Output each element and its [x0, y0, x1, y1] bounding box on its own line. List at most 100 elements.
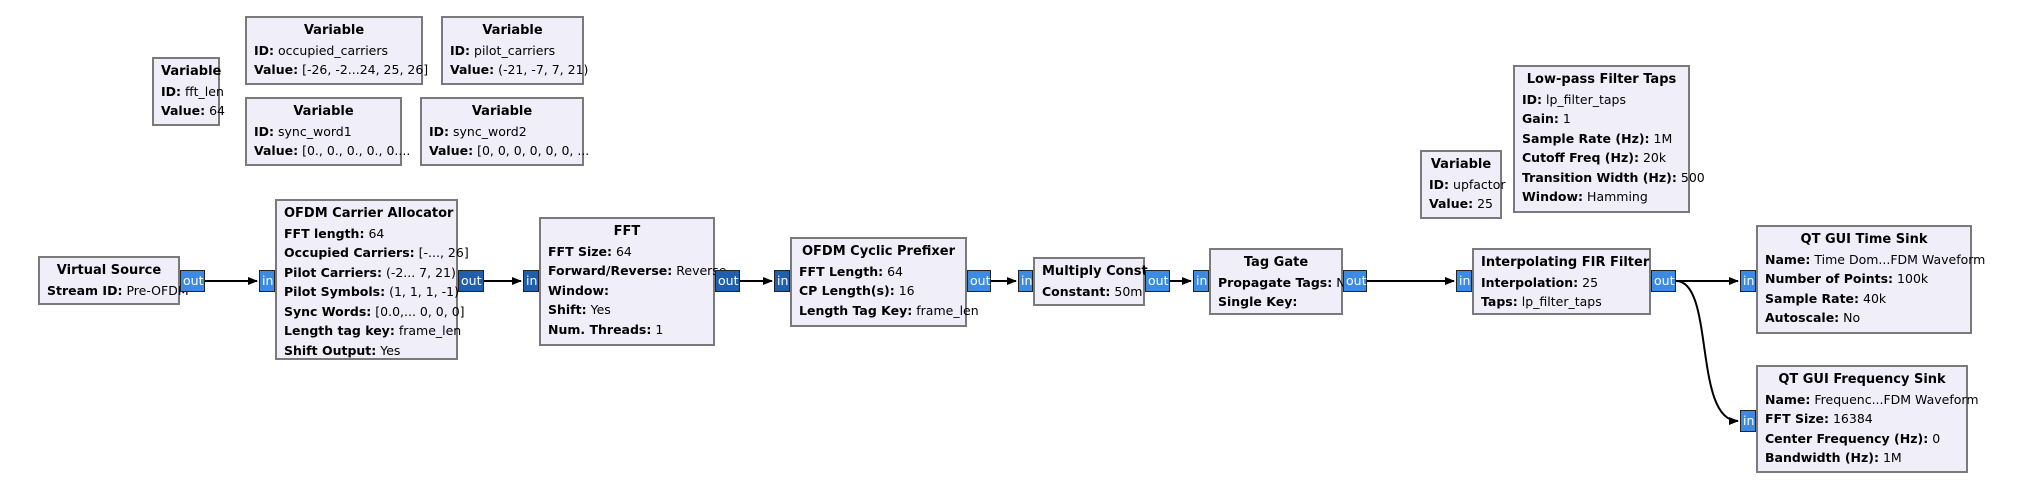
- param-key: Name:: [1765, 391, 1811, 407]
- param-value: Frequenc...FDM Waveform: [1814, 391, 1979, 407]
- input-port[interactable]: in: [774, 270, 790, 292]
- ofdm-cyclic-prefixer-block[interactable]: OFDM Cyclic Prefixer FFT Length: 64 CP L…: [790, 237, 979, 327]
- output-port[interactable]: out: [180, 270, 205, 292]
- param-row: ID: sync_word2: [429, 122, 575, 142]
- input-port[interactable]: in: [1193, 270, 1209, 292]
- param-key: Value:: [254, 62, 299, 77]
- output-port[interactable]: out: [458, 270, 484, 292]
- param-row: Name: Frequenc...FDM Waveform: [1765, 390, 1979, 410]
- param-key: ID:: [254, 123, 275, 139]
- param-key: Stream ID:: [47, 282, 123, 298]
- param-row: Shift: Yes: [548, 300, 706, 320]
- param-key: Pilot Symbols:: [284, 284, 386, 299]
- param-key: Length tag key:: [284, 323, 395, 338]
- param-value: 25: [1582, 274, 1599, 290]
- output-port[interactable]: out: [1145, 270, 1170, 292]
- param-row: Value: [-26, -2...24, 25, 26]: [254, 60, 428, 80]
- variable-block-sync-word1[interactable]: Variable ID: sync_word1 Value: [0., 0., …: [245, 97, 410, 166]
- output-port[interactable]: out: [1343, 270, 1367, 292]
- param-row: ID: pilot_carriers: [450, 41, 575, 61]
- param-value: Yes: [380, 342, 401, 358]
- variable-block-sync-word2[interactable]: Variable ID: sync_word2 Value: [0, 0, 0,…: [420, 97, 589, 166]
- param-key: Window:: [548, 282, 610, 298]
- param-key: Length Tag Key:: [799, 302, 913, 318]
- param-row: Transition Width (Hz): 500: [1522, 168, 1705, 188]
- input-port[interactable]: in: [1018, 270, 1033, 292]
- param-key: CP Length(s):: [799, 283, 895, 298]
- param-key: Transition Width (Hz):: [1522, 169, 1677, 185]
- param-key: Constant:: [1042, 283, 1111, 299]
- param-key: Name:: [1765, 251, 1811, 267]
- param-key: Number of Points:: [1765, 271, 1894, 286]
- block-title: QT GUI Frequency Sink: [1778, 372, 1946, 387]
- param-key: ID:: [161, 83, 182, 99]
- param-key: Cutoff Freq (Hz):: [1522, 150, 1639, 165]
- param-value: 40k: [1863, 290, 1887, 306]
- param-row: Center Frequency (Hz): 0: [1765, 429, 1959, 449]
- param-value: 1: [1562, 111, 1571, 126]
- input-port[interactable]: in: [259, 270, 275, 292]
- param-key: FFT Size:: [1765, 411, 1829, 426]
- param-row: Constant: 50m: [1042, 282, 1142, 302]
- param-key: Shift:: [548, 302, 587, 317]
- param-value: 100k: [1897, 271, 1929, 286]
- param-key: Sample Rate:: [1765, 290, 1860, 306]
- param-row: Autoscale: No: [1765, 308, 1963, 328]
- param-key: Propagate Tags:: [1218, 274, 1333, 290]
- block-title: FFT: [613, 224, 641, 239]
- param-key: Value:: [1429, 196, 1474, 211]
- param-value: 1: [655, 321, 664, 337]
- variable-block-upfactor[interactable]: Variable ID: upfactor Value: 25: [1420, 150, 1506, 219]
- block-title: Interpolating FIR Filter: [1481, 255, 1650, 270]
- param-key: Sync Words:: [284, 303, 372, 319]
- param-value: lp_filter_taps: [1521, 294, 1602, 309]
- qt-gui-frequency-sink-block[interactable]: QT GUI Frequency Sink Name: Frequenc...F…: [1756, 365, 1979, 473]
- virtual-source-block[interactable]: Virtual Source Stream ID: Pre-OFDM: [38, 256, 189, 305]
- output-port[interactable]: out: [967, 270, 991, 292]
- param-row: Length tag key: frame_len: [284, 321, 461, 341]
- param-value: Pre-OFDM: [126, 282, 189, 298]
- param-key: FFT Length:: [799, 263, 884, 279]
- param-row: Value: (-21, -7, 7, 21): [450, 60, 588, 80]
- param-value: (-21, -7, 7, 21): [498, 62, 589, 77]
- param-value: 25: [1477, 196, 1493, 211]
- qt-gui-time-sink-block[interactable]: QT GUI Time Sink Name: Time Dom...FDM Wa…: [1756, 225, 1985, 334]
- param-row: Value: 64: [161, 101, 225, 121]
- param-value: upfactor: [1453, 176, 1506, 192]
- ofdm-carrier-allocator-block[interactable]: OFDM Carrier Allocator FFT length: 64 Oc…: [275, 199, 469, 360]
- fft-block[interactable]: FFT FFT Size: 64 Forward/Reverse: Revers…: [539, 217, 727, 346]
- interpolating-fir-filter-block[interactable]: Interpolating FIR Filter Interpolation: …: [1472, 248, 1651, 315]
- input-port[interactable]: in: [1456, 270, 1472, 292]
- lowpass-filter-taps-block[interactable]: Low-pass Filter Taps ID: lp_filter_taps …: [1513, 65, 1705, 213]
- param-row: FFT Size: 64: [548, 242, 706, 262]
- variable-block-occupied-carriers[interactable]: Variable ID: occupied_carriers Value: [-…: [245, 16, 428, 85]
- param-value: frame_len: [916, 302, 979, 318]
- input-port[interactable]: in: [1740, 410, 1756, 432]
- output-port[interactable]: out: [1651, 270, 1676, 292]
- param-value: 16384: [1832, 411, 1873, 426]
- param-value: 20k: [1642, 150, 1667, 165]
- param-value: 64: [887, 263, 904, 279]
- block-title: OFDM Cyclic Prefixer: [801, 244, 956, 259]
- input-port[interactable]: in: [523, 270, 539, 292]
- param-value: (1, 1, 1, -1): [389, 284, 459, 299]
- param-value: fft_len: [185, 83, 224, 99]
- multiply-const-block[interactable]: Multiply Const Constant: 50m: [1033, 257, 1148, 306]
- output-port[interactable]: out: [715, 270, 740, 292]
- tag-gate-block[interactable]: Tag Gate Propagate Tags: No Single Key:: [1209, 248, 1353, 315]
- param-key: Bandwidth (Hz):: [1765, 450, 1879, 465]
- param-value: pilot_carriers: [474, 42, 556, 58]
- param-value: 1M: [1882, 450, 1902, 465]
- input-port[interactable]: in: [1740, 270, 1756, 292]
- variable-block-pilot-carriers[interactable]: Variable ID: pilot_carriers Value: (-21,…: [441, 16, 588, 85]
- param-row: Pilot Symbols: (1, 1, 1, -1): [284, 282, 459, 302]
- block-title: Tag Gate: [1243, 255, 1309, 270]
- param-row: Window: Hamming: [1522, 187, 1681, 207]
- variable-block-fft-len[interactable]: Variable ID: fft_len Value: 64: [152, 57, 225, 126]
- param-row: Window:: [548, 281, 706, 301]
- param-value: frame_len: [398, 323, 462, 338]
- param-key: Num. Threads:: [548, 321, 652, 337]
- block-title: Variable: [482, 23, 543, 38]
- param-key: FFT length:: [284, 225, 365, 241]
